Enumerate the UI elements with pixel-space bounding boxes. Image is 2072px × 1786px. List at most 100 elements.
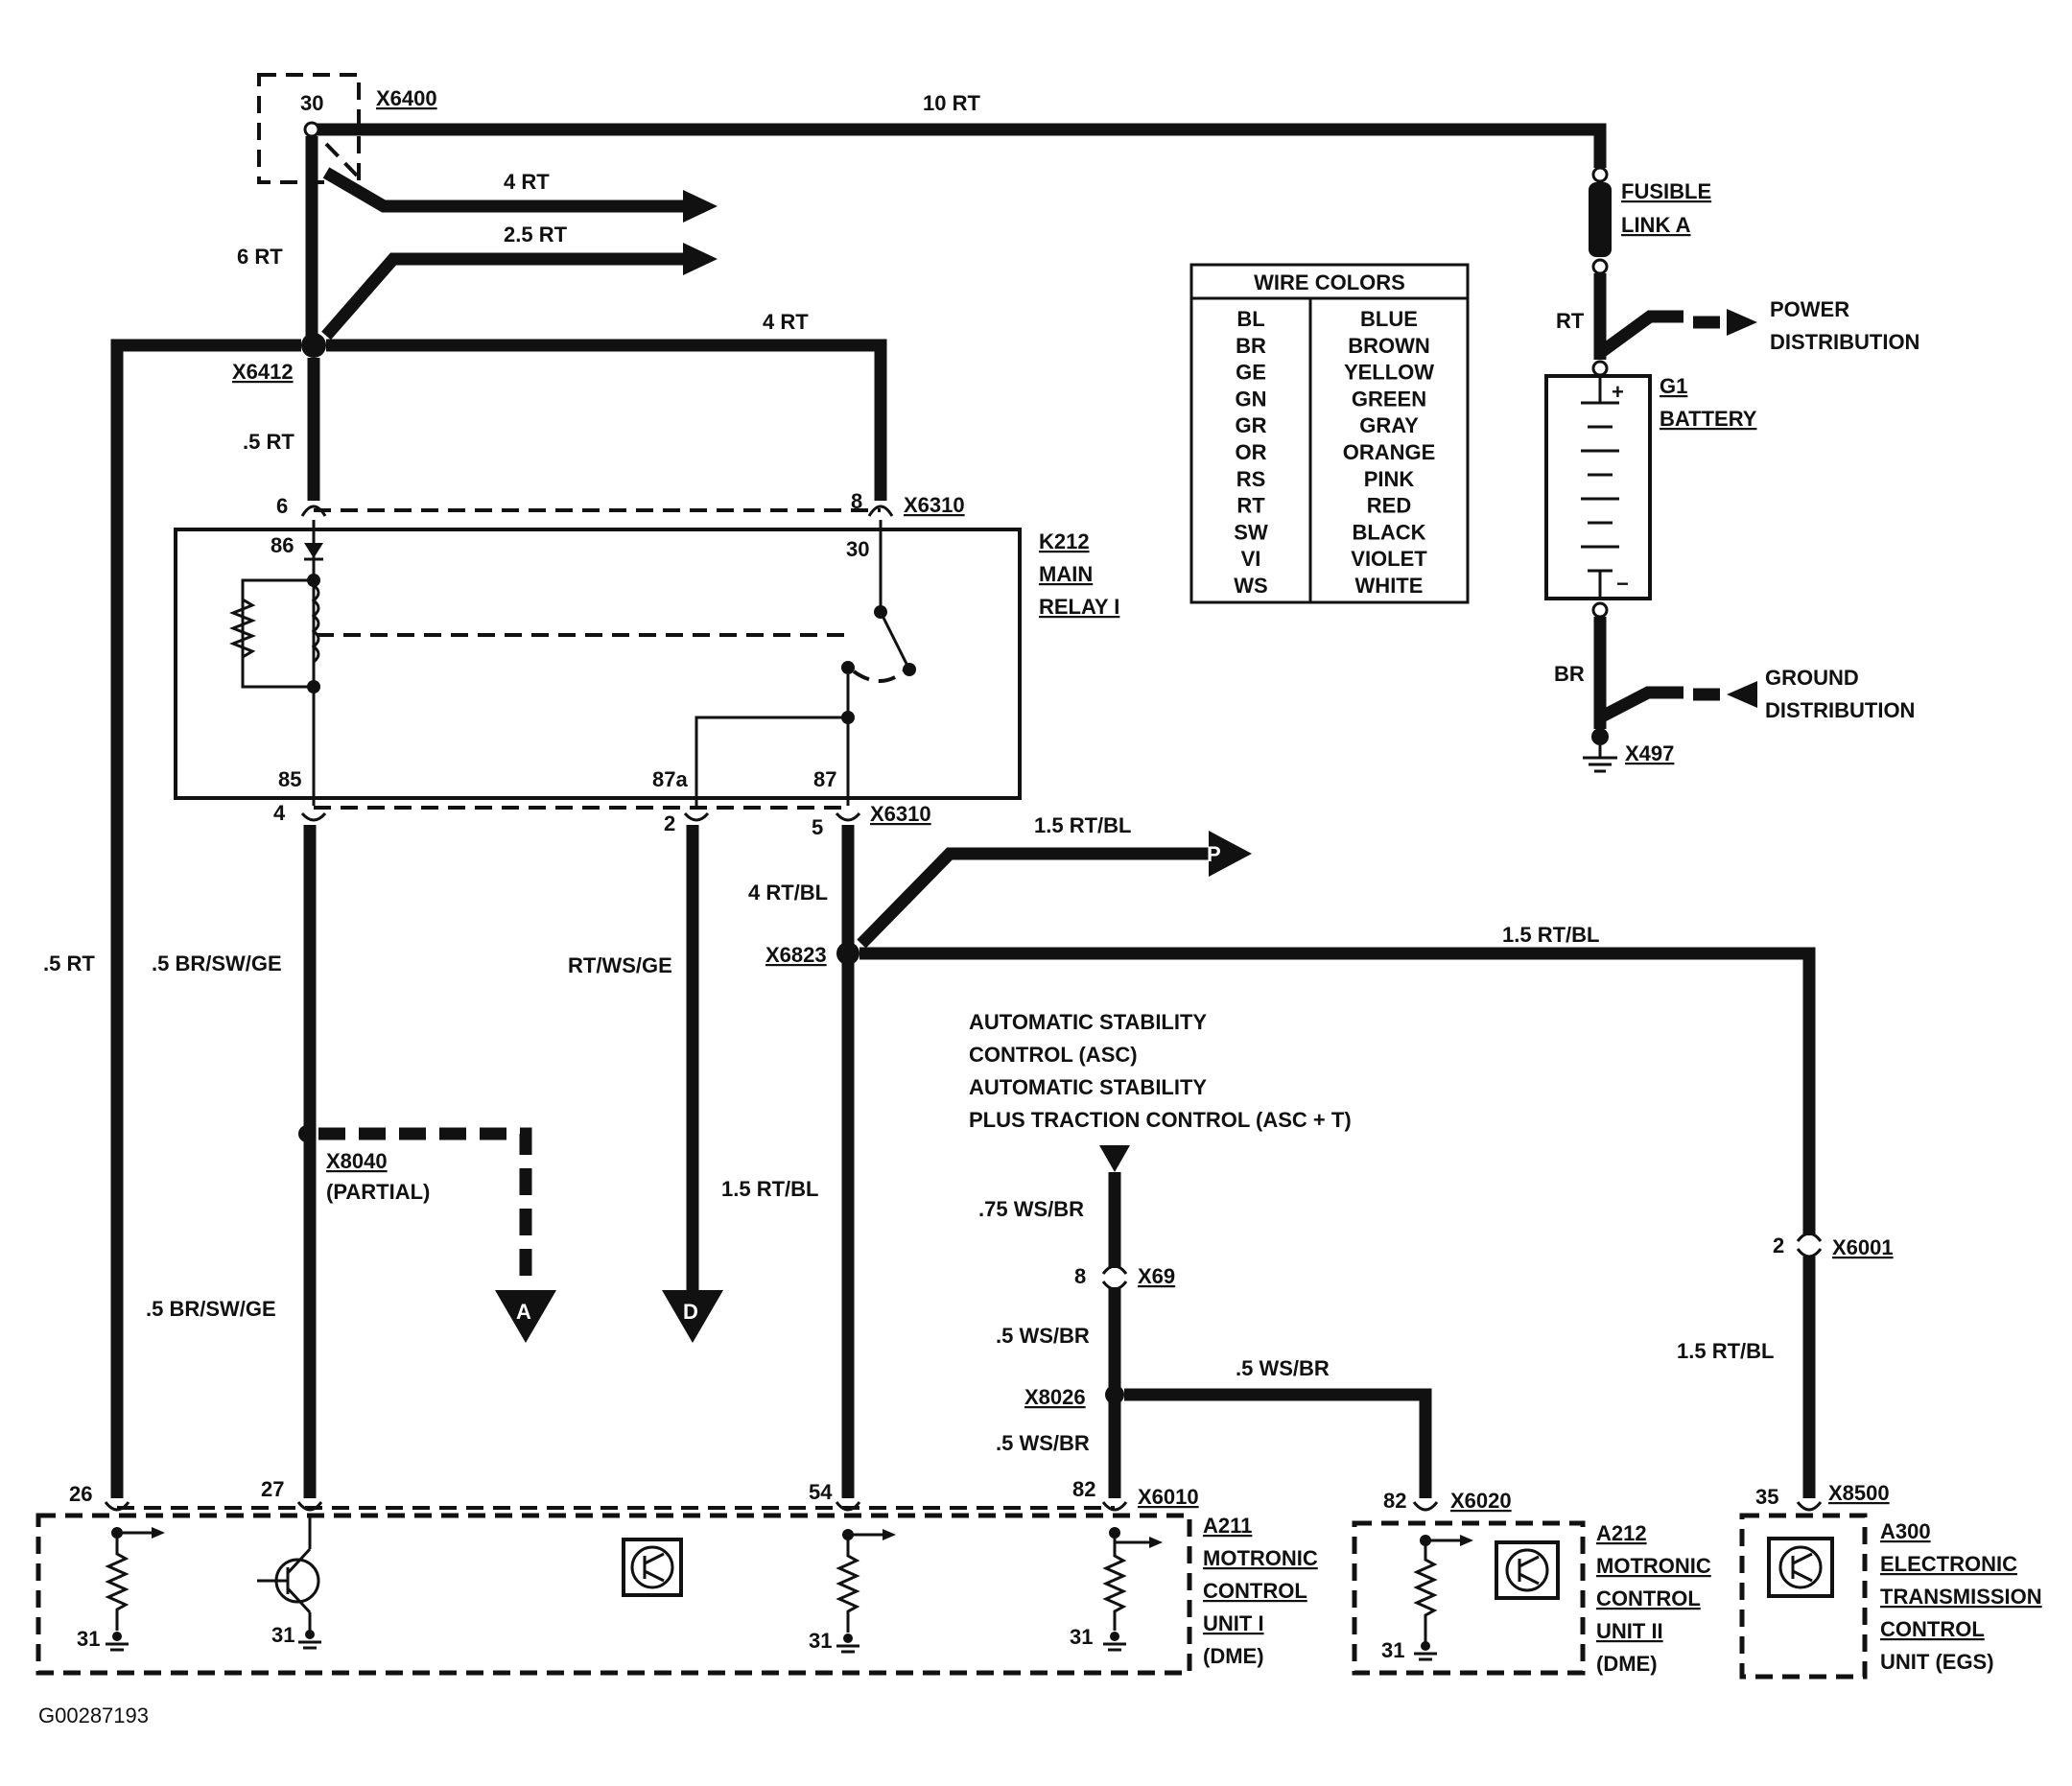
x497-label: X497 xyxy=(1625,741,1674,765)
wire-4rt-b-label: 4 RT xyxy=(763,310,809,334)
a212-label-1: A212 xyxy=(1596,1521,1647,1545)
wire-4rt-arrow xyxy=(683,190,718,223)
wire-color-name: YELLOW xyxy=(1344,361,1434,385)
x6020-label: X6020 xyxy=(1450,1489,1512,1513)
x6010-label: X6010 xyxy=(1138,1485,1199,1509)
a300-control-unit xyxy=(1739,1513,1868,1680)
ground-label-1: GROUND xyxy=(1765,666,1859,690)
connector-p-arrow xyxy=(1209,831,1252,877)
pin-4-label: 4 xyxy=(273,801,286,825)
wire-x8040-to-a xyxy=(318,1127,532,1285)
relay-diode-icon xyxy=(304,543,323,558)
wire-rtwsge-label: RT/WS/GE xyxy=(568,953,672,977)
wire-05wsbr-a-label: .5 WS/BR xyxy=(996,1324,1090,1348)
wire-color-name: ORANGE xyxy=(1343,440,1436,464)
relay-pin-86-label: 86 xyxy=(271,533,294,557)
battery-label: BATTERY xyxy=(1660,407,1757,431)
wire-colors-table-border xyxy=(1189,263,1470,604)
ground-31-d-label: 31 xyxy=(1070,1625,1093,1649)
a211-ecu-icon-line xyxy=(644,1569,665,1583)
connector-d-label: D xyxy=(683,1300,698,1324)
a212-label-3: CONTROL xyxy=(1596,1586,1701,1610)
a211-label-3: CONTROL xyxy=(1203,1579,1307,1603)
a300-ecu-icon-line xyxy=(1792,1569,1813,1583)
pin-27-socket xyxy=(296,1501,323,1512)
a212-ecu-icon-circle xyxy=(1505,1548,1549,1592)
battery-plus-node xyxy=(1591,360,1609,377)
wire-color-code: RS xyxy=(1236,467,1266,491)
relay-switch-arm xyxy=(879,611,911,670)
wire-ground-branch xyxy=(1597,686,1684,723)
a211-label-4: UNIT I xyxy=(1203,1611,1264,1635)
wire-power-branch xyxy=(1596,310,1684,359)
power-label-1: POWER xyxy=(1770,297,1849,321)
pin-27-label: 27 xyxy=(261,1477,284,1501)
a211-label-5: (DME) xyxy=(1203,1644,1264,1668)
a300-ecu-icon-circle xyxy=(1778,1545,1823,1589)
fusible-link-a xyxy=(1589,182,1612,257)
x69-pin-label: 8 xyxy=(1074,1264,1086,1288)
a300-ecu-icon-line xyxy=(1792,1552,1813,1565)
wire-05wsbr-b xyxy=(1124,1388,1432,1498)
wire-color-name: BLUE xyxy=(1360,307,1418,331)
x6823-splice xyxy=(836,942,859,965)
pin-6-socket xyxy=(300,505,327,517)
pin-82b-label: 82 xyxy=(1383,1489,1406,1513)
relay-87a-line xyxy=(695,716,848,806)
battery-minus-sign: − xyxy=(1616,572,1629,596)
fusible-label-1: FUSIBLE xyxy=(1621,179,1711,203)
x6001-label: X6001 xyxy=(1832,1235,1894,1259)
wire-05wsbr-b-label: .5 WS/BR xyxy=(1236,1356,1330,1380)
pin-82a-label: 82 xyxy=(1072,1477,1095,1501)
x6400-dash-diag xyxy=(324,142,361,179)
a211-ecu-icon-line xyxy=(644,1552,665,1565)
k212-label-1: K212 xyxy=(1039,529,1090,553)
a211-ecu-icon xyxy=(622,1538,683,1597)
a300-label-5: UNIT (EGS) xyxy=(1880,1650,1994,1674)
wire-color-code: GR xyxy=(1236,413,1267,437)
asc-label-2: CONTROL (ASC) xyxy=(969,1043,1138,1067)
pin-8-socket xyxy=(867,505,894,517)
wire-15rtbl-p xyxy=(857,847,1209,949)
a211-label-1: A211 xyxy=(1203,1514,1252,1538)
g1-label: G1 xyxy=(1660,374,1687,398)
a211-pin54-arrow xyxy=(883,1529,896,1540)
relay-pin-85-label: 85 xyxy=(278,767,301,791)
relay-resistor-icon xyxy=(228,598,257,659)
wire-color-name: VIOLET xyxy=(1351,547,1427,571)
x497-ground-node xyxy=(1591,728,1609,745)
fusible-link-bottom-node xyxy=(1591,258,1609,275)
x6001-pin-socket xyxy=(1796,1232,1823,1242)
a212-ecu-icon-line xyxy=(1519,1572,1540,1586)
wire-15rtbl-p-label: 1.5 RT/BL xyxy=(1034,813,1131,837)
wire-4rt-label: 4 RT xyxy=(504,170,550,194)
ground-node xyxy=(1421,1641,1430,1651)
relay-pin-87a-label: 87a xyxy=(652,767,688,791)
relay-pin-30-label: 30 xyxy=(846,537,869,561)
wire-05wsbr-c-label: .5 WS/BR xyxy=(996,1431,1090,1455)
wire-color-name: WHITE xyxy=(1355,574,1424,598)
x8500-pin-socket xyxy=(1796,1501,1823,1512)
battery-minus-node xyxy=(1591,601,1609,619)
a211-transistor-collector xyxy=(286,1547,312,1575)
connector-a-label: A xyxy=(516,1300,531,1324)
wire-colors-title: WIRE COLORS xyxy=(1254,270,1405,294)
fusible-link-top-node xyxy=(1591,166,1609,183)
ground-node xyxy=(112,1632,122,1641)
pin-54-socket xyxy=(835,1501,861,1512)
wire-05brswge-b-label: .5 BR/SW/GE xyxy=(146,1297,276,1321)
a212-label-4: UNIT II xyxy=(1596,1619,1663,1643)
x6001-pin-label: 2 xyxy=(1773,1234,1784,1257)
wire-color-code: OR xyxy=(1236,440,1267,464)
a212-pin82-resistor xyxy=(1413,1540,1438,1642)
ground-31-c-label: 31 xyxy=(809,1629,832,1653)
x6310-bottom-label: X6310 xyxy=(870,802,931,826)
wire-15rtbl-x6001-label: 1.5 RT/BL xyxy=(1677,1339,1774,1363)
wire-color-name: BROWN xyxy=(1348,334,1430,358)
a211-pin26-resistor xyxy=(105,1533,130,1631)
x8026-splice xyxy=(1105,1385,1124,1404)
wire-25rt-out xyxy=(321,252,686,341)
x6400-label: X6400 xyxy=(376,86,437,110)
a212-pin82-arrow xyxy=(1460,1535,1473,1546)
